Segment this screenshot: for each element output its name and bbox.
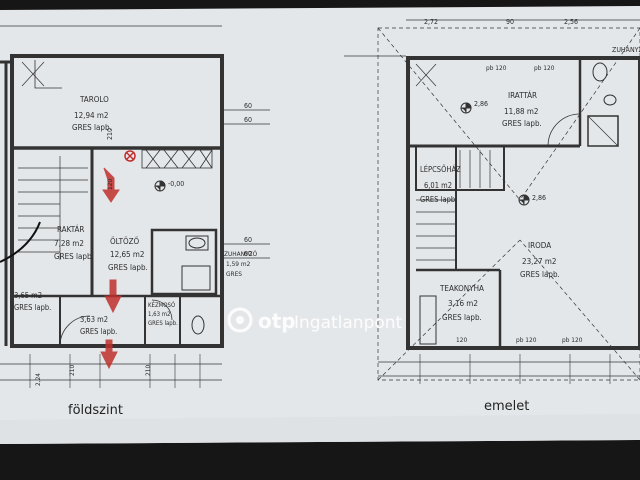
- ground-dim: 60: [244, 250, 252, 258]
- upper-dim: pb 120: [516, 336, 537, 344]
- room-area-oltozo: 12,65 m2: [110, 250, 144, 259]
- otp-watermark: otp Ingatlanpont: [227, 307, 403, 333]
- room-floor-teakonyha: GRES lapb.: [442, 313, 482, 322]
- upper-dim: pb 120: [562, 336, 583, 344]
- room-label-teakonyha: TEAKONYHA: [439, 284, 484, 293]
- upper-dim: pb 120: [486, 64, 507, 72]
- red-arrow-marks: [100, 150, 136, 370]
- room-label-lepcsohaz: LÉPCSŐHÁZ: [420, 165, 461, 174]
- upper-dim: pb 120: [534, 64, 555, 72]
- room-floor-iroda: GRES lapb.: [520, 270, 560, 279]
- room-area-south-mid: 3,63 m2: [80, 315, 108, 324]
- upper-floor-caption: emelet: [484, 399, 529, 414]
- room-floor-tarolo: GRES lapb.: [72, 123, 112, 132]
- room-area-kezmoso: 1,63 m2: [148, 311, 170, 318]
- room-label-iroda: IRODA: [528, 241, 551, 250]
- room-floor-south-mid: GRES lapb.: [80, 327, 117, 336]
- room-label-irattar: IRATTÁR: [508, 89, 537, 100]
- room-area-lepcsohaz: 6,01 m2: [424, 181, 452, 190]
- room-area-raktar: 7,28 m2: [54, 239, 84, 248]
- room-area-iroda: 23,27 m2: [522, 257, 556, 266]
- room-floor-irattar: GRES lapb.: [502, 119, 542, 128]
- ground-dim: 210: [144, 365, 152, 376]
- ground-dim: 210: [68, 365, 76, 376]
- room-floor-zuhanyzo: GRES: [226, 270, 242, 278]
- room-floor-kezmoso: GRES lapb.: [148, 320, 178, 327]
- ground-dim: 120: [106, 179, 114, 190]
- ground-dim: 2,24: [34, 373, 42, 386]
- room-label-tarolo: TAROLO: [79, 95, 109, 104]
- ground-dim: 60: [244, 236, 252, 244]
- room-label-zuhanyzo-upper: ZUHANYZÓ: [612, 45, 640, 54]
- room-area-teakonyha: 3,16 m2: [448, 299, 478, 308]
- ground-dim: 60: [244, 102, 252, 110]
- ground-dim: 60: [244, 116, 252, 124]
- room-label-raktar: RAKTÁR: [57, 223, 84, 234]
- ground-level-mark: -0,00: [168, 180, 184, 188]
- room-floor-south-west: GRES lapb.: [14, 303, 51, 312]
- upper-dim: 120: [456, 336, 467, 344]
- upper-level-mark: 2,86: [474, 100, 488, 108]
- otp-logo-icon: [227, 307, 253, 333]
- paper-sheet: [0, 6, 640, 444]
- ground-dim: 210: [106, 128, 114, 140]
- room-floor-lepcsohaz: GRES lapb.: [420, 195, 457, 204]
- room-area-irattar: 11,88 m2: [504, 107, 538, 116]
- upper-dim: 90: [506, 18, 514, 26]
- room-label-oltozo: ÖLTÖZŐ: [110, 236, 140, 246]
- upper-dim: 2,72: [424, 18, 438, 26]
- room-area-zuhanyzo: 1,59 m2: [226, 260, 251, 268]
- upper-floor-plan: [344, 19, 640, 384]
- room-area-south-west: 3,65 m2: [14, 291, 42, 300]
- ground-floor-caption: földszint: [68, 403, 123, 418]
- room-label-kezmoso: KÉZMOSÓ: [148, 301, 175, 309]
- room-floor-raktar: GRES lapb.: [54, 252, 94, 261]
- watermark-brand: otp: [258, 309, 296, 333]
- room-label-zuhanyzo: ZUHANYZÓ: [224, 249, 258, 258]
- watermark-name: Ingatlanpont: [294, 313, 403, 333]
- room-floor-oltozo: GRES lapb.: [108, 263, 148, 272]
- upper-dim: 2,56: [564, 18, 578, 26]
- room-area-tarolo: 12,94 m2: [74, 111, 108, 120]
- upper-level-mark: 2,86: [532, 194, 546, 202]
